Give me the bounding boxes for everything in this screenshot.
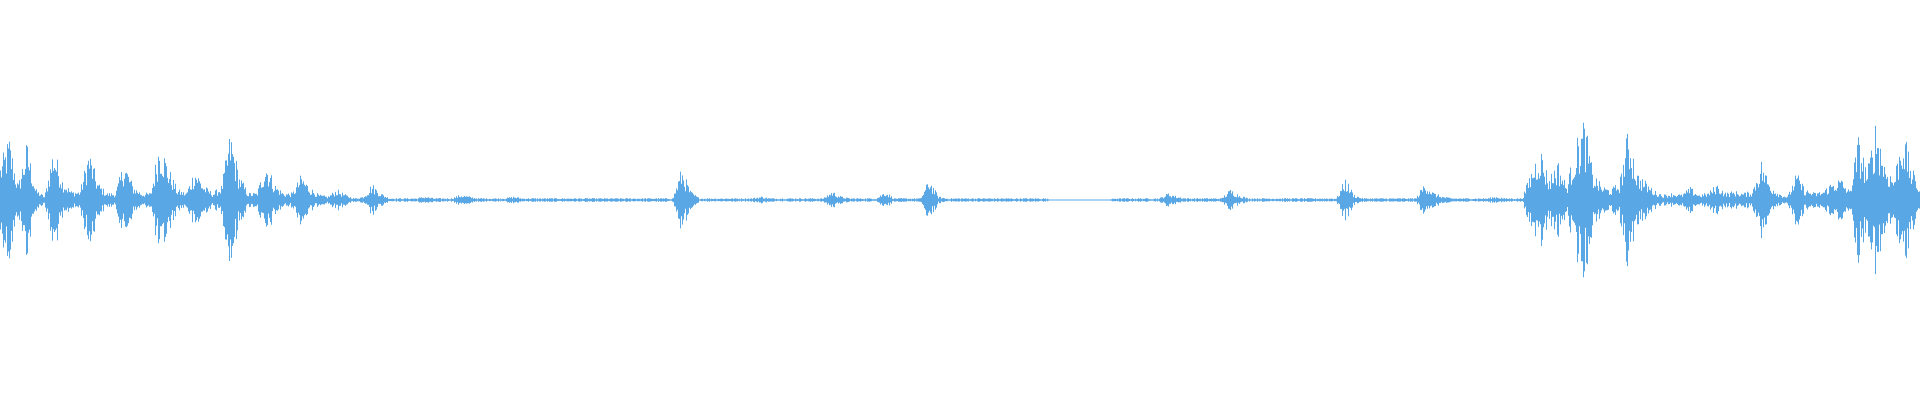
waveform-bars	[0, 122, 1920, 278]
